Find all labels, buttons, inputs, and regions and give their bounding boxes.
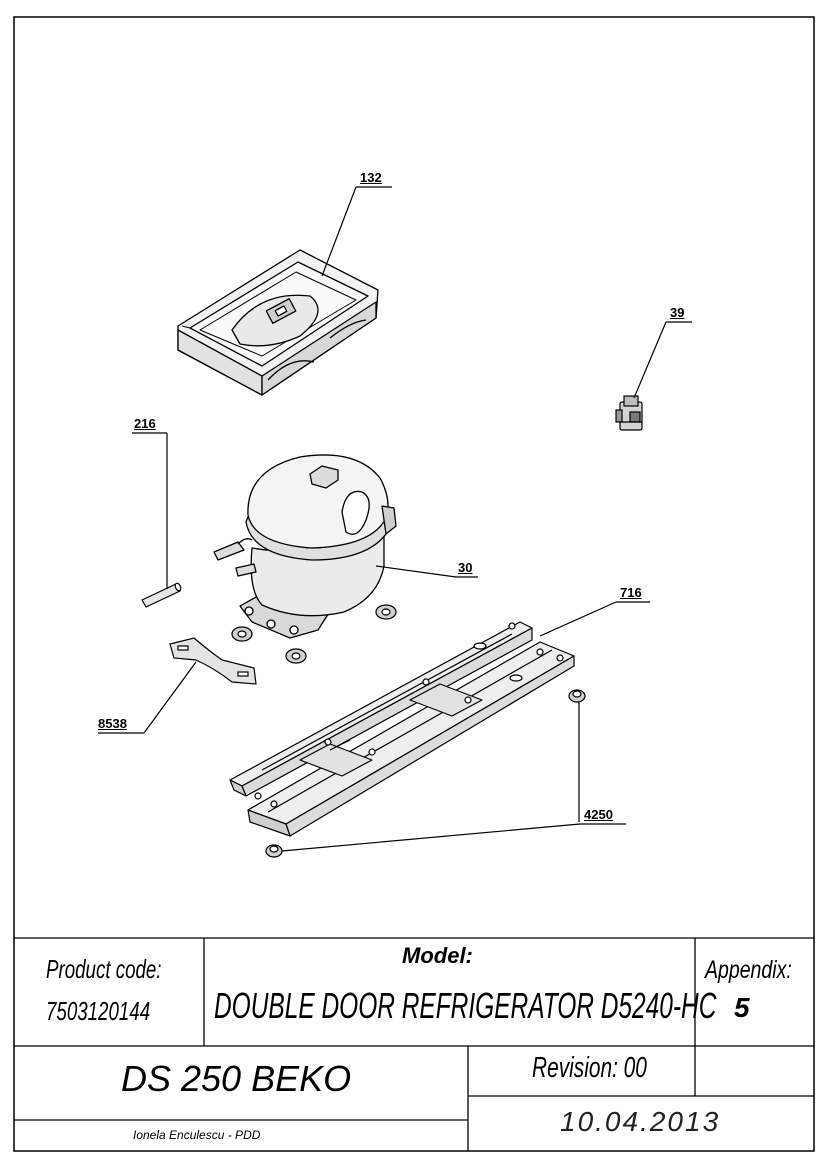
callout-4250: 4250 [584,807,613,822]
date: 10.04.2013 [560,1106,721,1137]
part-716-mounting-rails [229,621,575,837]
leader-4250 [281,702,626,852]
part-30-compressor [213,454,397,639]
callout-8538: 8538 [98,716,127,731]
part-8538-bracket [169,637,257,685]
leader-716 [539,601,650,637]
callout-216: 216 [134,416,156,431]
compressor-rubber-feet [231,604,397,664]
title-block-grid [14,937,814,1151]
part-39-relay [615,395,643,431]
author: Ionela Enculescu - PDD [133,1128,261,1142]
callout-30: 30 [458,560,473,575]
model-name: DOUBLE DOOR REFRIGERATOR D5240-HC [214,985,717,1026]
leader-8538 [98,661,197,734]
part-132-drip-tray [177,249,379,396]
leader-216 [132,432,168,589]
callout-716: 716 [620,585,642,600]
product-code-label: Product code: [46,954,162,984]
product-code: 7503120144 [46,996,151,1026]
leader-30 [375,565,478,578]
appendix-label: Appendix: [705,956,792,984]
callout-39: 39 [670,305,685,320]
part-4250-grommets [265,689,586,858]
drawing-frame [13,16,815,1152]
model-label: Model: [402,943,473,968]
drawing-name: DS 250 BEKO [121,1058,352,1099]
leader-132 [321,186,392,277]
callout-132: 132 [360,170,382,185]
revision: Revision: 00 [532,1052,647,1084]
leader-39 [633,321,692,399]
appendix-number: 5 [734,992,750,1023]
part-216-tube [141,582,182,608]
